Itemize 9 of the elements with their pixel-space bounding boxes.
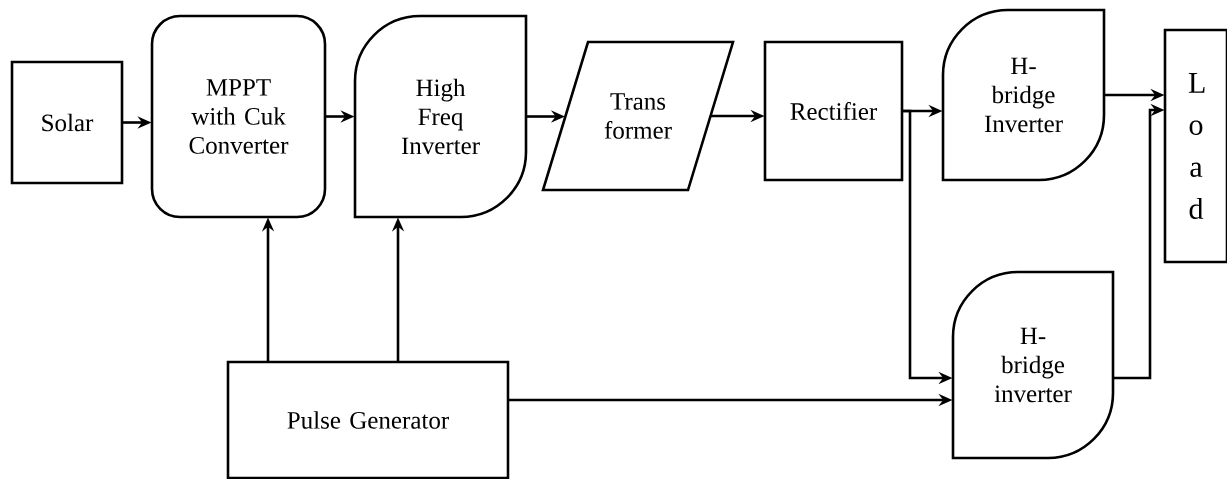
process-box: H- bridge Inverter bbox=[941, 8, 1106, 182]
load-box: L o a d bbox=[1163, 28, 1227, 264]
transformer-parallelogram: Trans former bbox=[541, 40, 735, 192]
process-box: High Freq Inverter bbox=[353, 14, 528, 219]
process-box: Solar bbox=[10, 60, 124, 185]
process-box: Rectifier bbox=[763, 40, 904, 182]
process-box: H- bridge inverter bbox=[951, 270, 1115, 460]
process-box: Pulse Generator bbox=[226, 360, 510, 479]
process-box: MPPT with Cuk Converter bbox=[150, 14, 327, 219]
